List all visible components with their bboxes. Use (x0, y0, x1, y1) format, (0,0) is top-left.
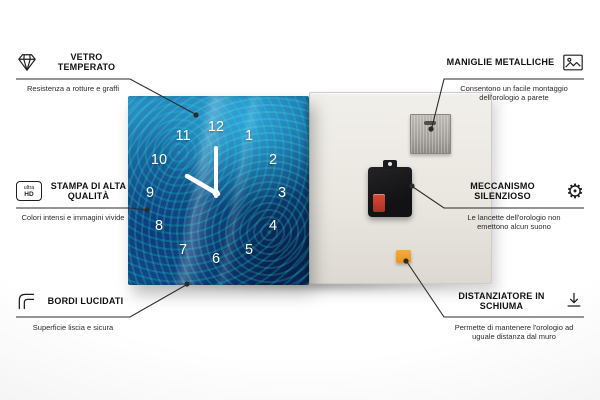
callout-foam-spacer: DISTANZIATORE IN SCHIUMA Permette di man… (444, 285, 584, 341)
callout-title: DISTANZIATORE IN SCHIUMA (458, 290, 545, 312)
clock-number-5: 5 (244, 242, 254, 258)
callout-header: BORDI LUCIDATI (16, 285, 130, 317)
clock-hands (184, 146, 221, 198)
clock-number-7: 7 (178, 242, 188, 258)
gear-icon: ⚙ (566, 179, 584, 203)
hour-hand (184, 173, 221, 197)
glass-reflection (128, 96, 309, 285)
hands-center-cap (212, 189, 220, 197)
callout-subtitle: Superficie liscia e sicura (32, 323, 114, 332)
callout-high-quality-print: ultra HD STAMPA DI ALTA QUALITÀ Colori i… (16, 175, 130, 222)
callout-subtitle: Permette di mantenere l'orologio ad ugua… (454, 323, 574, 341)
callout-silent-mechanism: MECCANISMO SILENZIOSO ⚙ Le lancette dell… (444, 175, 584, 231)
clock-number-1: 1 (244, 128, 254, 144)
rounded-corner-icon (16, 291, 36, 311)
callout-polished-edges: BORDI LUCIDATI Superficie liscia e sicur… (16, 285, 130, 332)
callout-title: BORDI LUCIDATI (47, 295, 124, 306)
callout-title: MECCANISMO SILENZIOSO (470, 180, 535, 202)
arrow-down-icon (564, 291, 584, 311)
ultra-hd-label-top: ultra (23, 184, 35, 191)
callout-header: DISTANZIATORE IN SCHIUMA (444, 285, 584, 317)
clock-number-10: 10 (150, 152, 168, 168)
clock-number-6: 6 (211, 251, 221, 267)
callout-title: MANIGLIE METALLICHE (446, 56, 555, 67)
callout-header: ultra HD STAMPA DI ALTA QUALITÀ (16, 175, 130, 207)
callout-tempered-glass: VETRO TEMPERATO Resistenza a rotture e g… (16, 46, 130, 93)
ultra-hd-label-bottom: HD (24, 190, 34, 198)
callout-header: VETRO TEMPERATO (16, 46, 130, 78)
clock-front-panel: 12 1 2 3 4 5 6 7 8 9 10 11 (128, 96, 309, 285)
callout-title: VETRO TEMPERATO (57, 51, 116, 73)
ultra-hd-icon: ultra HD (16, 181, 42, 201)
hanger-tab (383, 160, 397, 169)
callout-header: MECCANISMO SILENZIOSO ⚙ (444, 175, 584, 207)
callout-subtitle: Consentono un facile montaggio dell'orol… (460, 84, 568, 102)
clock-number-9: 9 (145, 185, 155, 201)
callout-subtitle: Le lancette dell'orologio non emettono a… (467, 213, 561, 231)
battery (373, 194, 385, 212)
callout-header: MANIGLIE METALLICHE (444, 46, 584, 78)
diamond-icon (16, 52, 38, 72)
callout-subtitle: Colori intensi e immagini vivide (21, 213, 125, 222)
clock-number-8: 8 (154, 218, 164, 234)
clock-number-2: 2 (268, 152, 278, 168)
foam-spacer (396, 250, 411, 263)
callout-title: STAMPA DI ALTA QUALITÀ (50, 180, 127, 202)
clock-number-4: 4 (268, 218, 278, 234)
picture-frame-icon (562, 53, 584, 72)
callout-metal-hangers: MANIGLIE METALLICHE Consentono un facile… (444, 46, 584, 102)
clock-mechanism (368, 160, 412, 217)
callout-subtitle: Resistenza a rotture e graffi (27, 84, 119, 93)
metal-hanger-plate (410, 114, 451, 154)
clock-number-12: 12 (207, 119, 225, 135)
clock-number-3: 3 (277, 185, 287, 201)
clock-number-11: 11 (175, 128, 191, 144)
